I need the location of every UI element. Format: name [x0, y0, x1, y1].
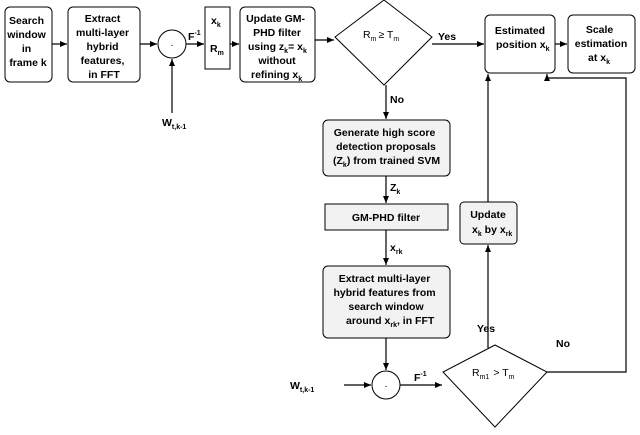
- scale-estimation-node: Scale estimation at xk: [567, 14, 636, 74]
- arrow-decision-no-loop: [544, 74, 627, 373]
- svg-text:position xk: position xk: [496, 39, 550, 53]
- svg-text:at xk: at xk: [588, 52, 610, 66]
- search-window-node: Search window in frame k: [4, 6, 53, 83]
- f-inverse-top: F-1: [188, 30, 201, 43]
- multiplier-top: ·: [157, 29, 187, 59]
- svg-text:(Zk) from trained SVM: (Zk) from trained SVM: [333, 155, 440, 169]
- yes-top-label: Yes: [438, 31, 456, 43]
- svg-text:·: ·: [170, 39, 174, 51]
- extract-search-node: Extract multi-layer hybrid features from…: [322, 265, 451, 339]
- svg-text:without: without: [257, 55, 296, 67]
- svg-text:GM-PHD filter: GM-PHD filter: [352, 212, 420, 224]
- xrk-label: xrk: [390, 242, 403, 256]
- svg-text:Rm: Rm: [210, 43, 224, 57]
- w-top-label: Wt,k-1: [162, 117, 186, 131]
- svg-text:Scale estimation: Scale estimation: [575, 24, 628, 50]
- w-bottom-label: Wt,k-1: [290, 380, 314, 394]
- svg-text:around xrk, in FFT: around xrk, in FFT: [346, 315, 435, 329]
- svg-text:Rm≥ Tm: Rm≥ Tm: [363, 29, 399, 43]
- svg-text:refining xk: refining xk: [251, 69, 302, 83]
- decision-bottom: Rm1> Tm: [442, 344, 548, 428]
- estimated-position-node: Estimated position xk: [484, 14, 556, 74]
- decision-top: Rm≥ Tm: [334, 0, 433, 86]
- multiplier-bottom: ·: [371, 370, 401, 400]
- svg-text:xk: xk: [211, 15, 221, 29]
- svg-text:Update GM- PHD filter: Update GM- PHD filter: [246, 13, 308, 39]
- svg-text:Extract multi-layer hybr: Extract multi-layer hybrid features from…: [333, 273, 438, 313]
- update-gmphd-node: Update GM- PHD filter using zk= xk witho…: [239, 6, 316, 83]
- svg-text:Extract multi-layer: Extract multi-layer hybrid features, in …: [76, 13, 132, 81]
- svg-text:·: ·: [384, 380, 388, 392]
- zk-label: Zk: [390, 182, 400, 196]
- svg-text:Rm1> Tm: Rm1> Tm: [472, 367, 515, 381]
- no-top-label: No: [390, 94, 404, 106]
- svg-text:using zk= xk: using zk= xk: [248, 41, 307, 55]
- svg-text:Estimated: Estimated: [495, 25, 545, 37]
- svg-text:Search window in: Search window in frame k: [6, 15, 48, 69]
- xk-rm-node: xk Rm: [204, 6, 231, 70]
- extract-features-node: Extract multi-layer hybrid features, in …: [67, 6, 141, 83]
- yes-bottom-label: Yes: [477, 323, 495, 335]
- update-xk-node: Update xk by xrk: [459, 201, 518, 245]
- svg-text:xk by xrk: xk by xrk: [472, 224, 512, 238]
- gmphd-filter-node: GM-PHD filter: [324, 203, 449, 231]
- svg-text:Update: Update: [470, 209, 506, 221]
- svg-text:Generate high score dete: Generate high score detection proposals: [334, 127, 438, 153]
- f-inverse-bottom: F-1: [414, 371, 427, 384]
- no-right-label: No: [556, 338, 570, 350]
- generate-proposals-node: Generate high score detection proposals …: [322, 119, 451, 177]
